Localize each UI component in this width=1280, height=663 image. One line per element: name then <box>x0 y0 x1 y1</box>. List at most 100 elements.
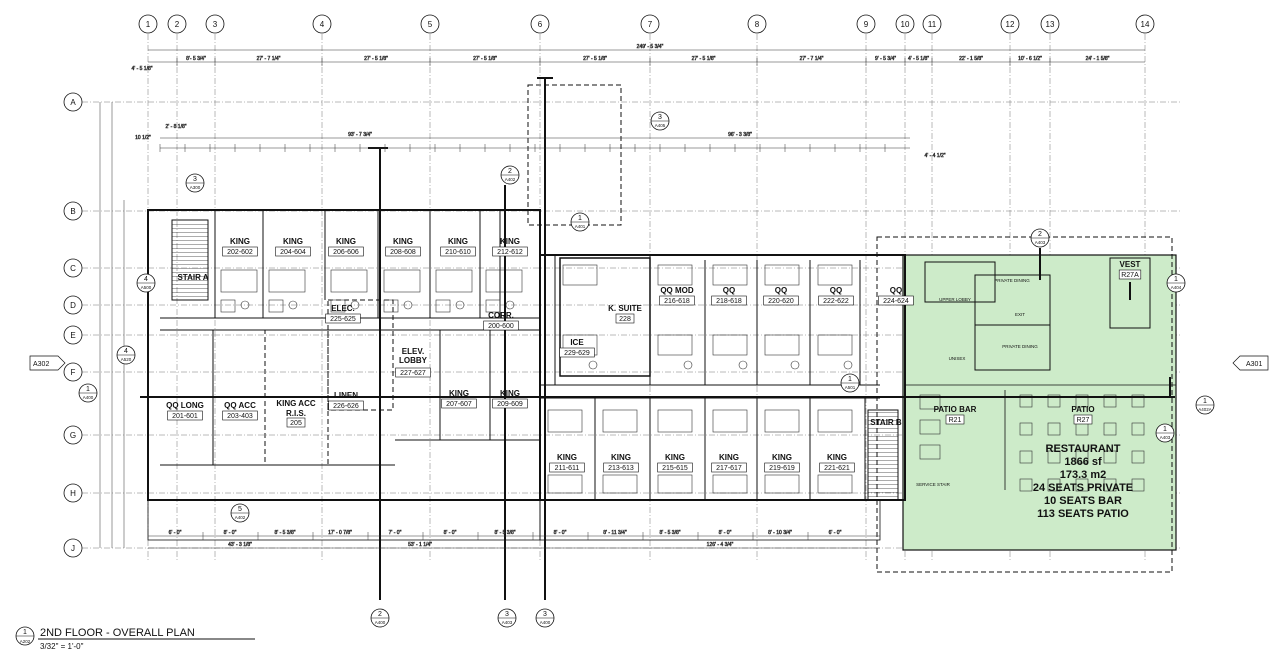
room-number: 225-625 <box>330 316 356 323</box>
top-dimension: 24' - 1 5/8" <box>1086 56 1110 62</box>
grid-bubble-row: C <box>63 258 83 278</box>
room-name: KING <box>772 453 792 462</box>
dimension-strings: 249' - 5 3/4"8'- 5 3/4"27' - 7 1/4"27' -… <box>99 44 1145 549</box>
top-dimension: 27' - 7 1/4" <box>257 56 281 62</box>
title-scale: 3/32" = 1'-0" <box>40 642 84 651</box>
svg-text:113 SEATS PATIO: 113 SEATS PATIO <box>1037 508 1129 520</box>
callout-number: 2 <box>508 168 512 175</box>
room-name: CORR. <box>488 311 514 320</box>
grid-col-label: 1 <box>146 20 151 29</box>
restaurant-summary: RESTAURANT 1866 sf 173.3 m2 24 SEATS PRI… <box>1033 443 1133 520</box>
grid-bubble-row: A <box>63 92 83 112</box>
callout-sheet: A404 <box>1171 285 1182 290</box>
restaurant-sub-label: SERVICE STAIR <box>916 482 951 487</box>
top-dimension: 27' - 5 1/8" <box>364 56 388 62</box>
room-number: 226-626 <box>333 403 359 410</box>
grid-row-label: E <box>70 331 75 340</box>
room-name: KING <box>230 237 250 246</box>
callout-sheet: A501 <box>845 385 856 390</box>
room-labels: KING202-602KING204-604KING206-606KING208… <box>166 237 1142 473</box>
callout-sheet: A400 <box>83 395 94 400</box>
room-number: 212-612 <box>497 249 523 256</box>
room-number: 206-606 <box>333 249 359 256</box>
callout-sheet: A403 <box>502 620 513 625</box>
bottom-dimension: 8' - 0" <box>224 530 237 536</box>
room-number: 217-617 <box>716 465 742 472</box>
callout-sheet: A405 <box>655 123 666 128</box>
room-name: QQ <box>830 286 842 295</box>
room-name: KING <box>665 453 685 462</box>
room-number: 224-624 <box>883 298 909 305</box>
offset-dimension: 10 1/2" <box>135 135 151 141</box>
grid-col-label: 11 <box>928 20 937 29</box>
room-name: KING <box>448 237 468 246</box>
callout-number: 1 <box>1174 276 1178 283</box>
room-tag: KING ACC <box>276 399 315 408</box>
grid-bubble-col: 12 <box>1000 14 1020 34</box>
room-tag: R.I.S.205 <box>286 409 306 428</box>
drawing-title: 1 A202 2ND FLOOR - OVERALL PLAN 3/32" = … <box>15 626 255 651</box>
svg-text:1: 1 <box>23 629 27 636</box>
callout-number: 1 <box>1203 398 1207 405</box>
grid-row-label: C <box>70 264 76 273</box>
grid-bubble-row: E <box>63 325 83 345</box>
room-name: ELEC. <box>331 304 355 313</box>
room-name: QQ <box>723 286 735 295</box>
bottom-dimension: 8' - 10 3/4" <box>768 530 792 536</box>
room-name: R.I.S. <box>286 409 306 418</box>
room-tag: QQ 218-618 <box>711 286 747 306</box>
grid-bubble-col: 11 <box>922 14 942 34</box>
room-name: QQ ACC <box>224 401 256 410</box>
wing-dimension: 96' - 3 3/8" <box>728 132 752 138</box>
room-name: KING <box>393 237 413 246</box>
room-name: KING <box>557 453 577 462</box>
bottom-dimension: 8' - 0" <box>444 530 457 536</box>
room-name: LINEN <box>334 391 358 400</box>
callout-sheet: A400 <box>375 620 386 625</box>
callout-number: 1 <box>1163 426 1167 433</box>
left-dimension: 4' - 5 1/8" <box>131 66 152 72</box>
room-number: 218-618 <box>716 298 742 305</box>
title-text: 2ND FLOOR - OVERALL PLAN <box>40 627 195 639</box>
room-name: KING <box>500 237 520 246</box>
restaurant-sub-label: UPPER LOBBY <box>939 297 971 302</box>
callout-sheet: A300 <box>190 185 201 190</box>
grid-row-label: A <box>70 98 76 107</box>
room-tag: KING 212-612 <box>492 237 528 257</box>
restaurant-zone <box>903 255 1176 550</box>
room-name: STAIR A <box>177 273 208 282</box>
svg-text:A301: A301 <box>1246 361 1262 368</box>
callout-sheet: A520 <box>121 357 132 362</box>
room-number: R27A <box>1121 272 1139 279</box>
room-number: 220-620 <box>768 298 794 305</box>
grid-bubble-row: H <box>63 483 83 503</box>
callout-sheet: A500 <box>141 285 152 290</box>
grid-bubble-col: 8 <box>747 14 767 34</box>
sheet-ref-right: A301 <box>1232 355 1269 371</box>
grid-bubble-col: 14 <box>1135 14 1155 34</box>
callout-number: 1 <box>848 376 852 383</box>
bottom-total: 126' - 4 3/4" <box>707 542 734 548</box>
room-number: 204-604 <box>280 249 306 256</box>
kitchen-dashed-boundary <box>527 84 622 226</box>
